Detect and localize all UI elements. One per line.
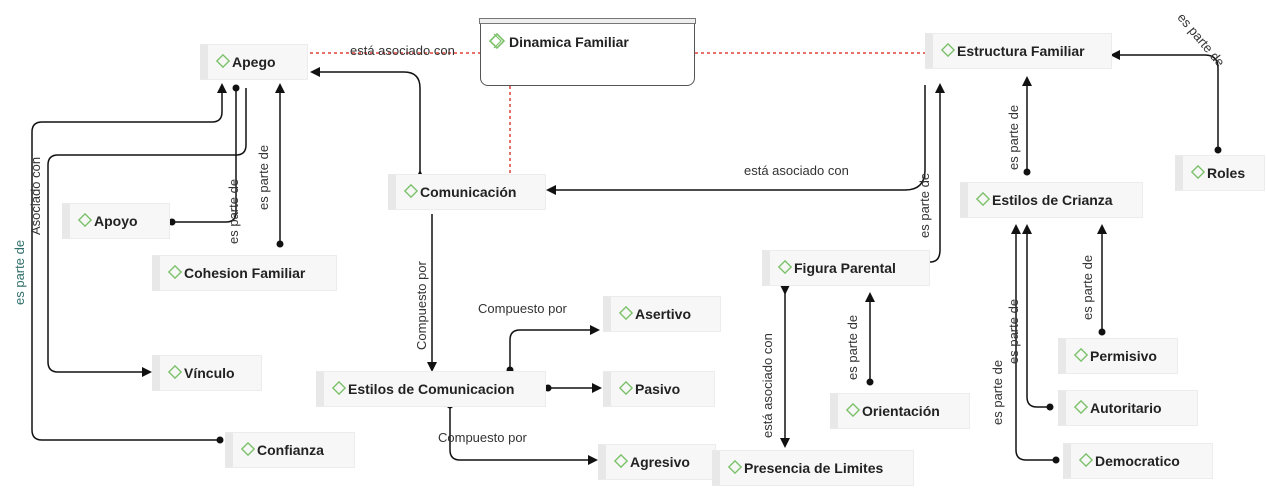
node-label: Apoyo <box>94 213 138 229</box>
node-label: Confianza <box>257 442 324 458</box>
node-estilos-de-comunicacion[interactable]: Estilos de Comunicacion <box>316 371 546 407</box>
node-orientacion[interactable]: Orientación <box>830 393 970 429</box>
concept-diamond-icon <box>619 306 633 320</box>
concept-diamond-icon <box>1191 165 1205 179</box>
edge-label-es-parte-de-orientacion: es parte de <box>845 314 860 380</box>
edge-apoyo-apego <box>172 88 237 223</box>
edge-label-es-parte-de-democratico: es parte de <box>990 359 1005 425</box>
concept-diamond-icon <box>216 54 230 68</box>
edge-label-asociado-apego: está asociado con <box>350 43 455 58</box>
node-label: Estructura Familiar <box>957 43 1085 59</box>
node-label: Democratico <box>1095 453 1180 469</box>
central-node-titlebar <box>479 18 696 24</box>
node-label: Permisivo <box>1090 348 1157 364</box>
node-democratico[interactable]: Democratico <box>1063 443 1213 479</box>
edge-label-es-parte-de-figura: es parte de <box>917 172 932 238</box>
node-agresivo[interactable]: Agresivo <box>598 444 716 480</box>
node-permisivo[interactable]: Permisivo <box>1058 338 1178 374</box>
node-label: Pasivo <box>635 381 681 397</box>
node-label: Estilos de Comunicacion <box>348 381 515 397</box>
node-figura-parental[interactable]: Figura Parental <box>762 250 930 286</box>
edge-label-es-parte-de-confianza: es parte de <box>12 239 27 305</box>
node-label: Apego <box>232 54 276 70</box>
edge-autoritario-crianza <box>1022 224 1050 408</box>
edge-label-asociado-con-presencia: está asociado con <box>760 333 775 438</box>
edge-label-asociado-comunicacion: está asociado con <box>744 163 849 178</box>
node-label: Autoritario <box>1090 400 1162 416</box>
node-comunicacion[interactable]: Comunicación <box>388 174 546 210</box>
node-apoyo[interactable]: Apoyo <box>62 203 170 239</box>
edge-label-compuesto-agresivo: Compuesto por <box>438 430 527 445</box>
node-presencia-de-limites[interactable]: Presencia de Limites <box>712 450 914 486</box>
node-label: Estilos de Crianza <box>992 192 1113 208</box>
node-label: Vínculo <box>184 365 235 381</box>
edge-label-es-parte-de-apoyo: es parte de <box>226 178 241 244</box>
node-asertivo[interactable]: Asertivo <box>603 296 721 332</box>
concept-diamond-icon <box>404 184 418 198</box>
edge-democratico-crianza <box>1011 224 1056 461</box>
concept-diamond-icon <box>241 442 255 456</box>
edge-confianza-apego <box>31 83 227 441</box>
edge-apego-comunicacion <box>310 67 425 180</box>
node-estilos-de-crianza[interactable]: Estilos de Crianza <box>960 182 1143 218</box>
concept-diamond-icon <box>728 460 742 474</box>
concept-diamond-icon <box>1079 453 1093 467</box>
node-vinculo[interactable]: Vínculo <box>152 355 262 391</box>
node-label: Asertivo <box>635 306 692 322</box>
central-node-dinamica-familiar[interactable]: Dinamica Familiar <box>479 18 696 86</box>
concept-diamond-icon <box>1074 348 1088 362</box>
node-roles[interactable]: Roles <box>1175 155 1265 191</box>
concept-diamond-icon <box>778 260 792 274</box>
concept-diamond-icon <box>332 381 346 395</box>
central-node-label: Dinamica Familiar <box>509 34 629 50</box>
edge-label-asociado-con-vinculo: Asociado con <box>28 156 43 235</box>
concept-diamond-icon <box>78 213 92 227</box>
edge-label-es-parte-de-crianza: es parte de <box>1006 104 1021 170</box>
edge-figura-estructura <box>929 83 945 263</box>
edge-label-compuesto-asertivo: Compuesto por <box>478 301 567 316</box>
node-autoritario[interactable]: Autoritario <box>1058 390 1198 426</box>
node-label: Figura Parental <box>794 260 896 276</box>
concept-diamond-icon <box>1074 400 1088 414</box>
edge-roles-estructura <box>1110 50 1219 150</box>
edge-label-compuesto-por-estilos: Compuesto por <box>414 261 429 350</box>
concept-diamond-icon <box>168 265 182 279</box>
edge-label-es-parte-de-autoritario: es parte de <box>1006 298 1021 364</box>
edge-estructura-comunicacion <box>546 85 926 195</box>
edge-label-es-parte-de-cohesion: es parte de <box>256 144 271 210</box>
concept-diamond-icon <box>941 43 955 57</box>
node-cohesion-familiar[interactable]: Cohesion Familiar <box>152 255 337 291</box>
node-label: Roles <box>1207 165 1246 181</box>
node-estructura-familiar[interactable]: Estructura Familiar <box>925 33 1112 69</box>
edge-apego-vinculo <box>47 88 247 377</box>
concept-diamond-icon <box>168 365 182 379</box>
concept-diamond-icon <box>846 403 860 417</box>
node-apego[interactable]: Apego <box>200 44 308 80</box>
node-label: Comunicación <box>420 184 517 200</box>
edge-estilos-asertivo <box>509 325 600 370</box>
node-label: Orientación <box>862 403 940 419</box>
node-label: Cohesion Familiar <box>184 265 306 281</box>
node-pasivo[interactable]: Pasivo <box>603 371 715 407</box>
concept-diamond-icon <box>619 381 633 395</box>
node-label: Agresivo <box>630 454 690 470</box>
edge-label-es-parte-de-permisivo: es parte de <box>1080 254 1095 320</box>
concept-diamond-icon <box>488 32 506 50</box>
concept-diamond-icon <box>614 454 628 468</box>
edge-estilos-agresivo <box>449 405 598 465</box>
node-confianza[interactable]: Confianza <box>225 432 355 468</box>
concept-diamond-icon <box>976 192 990 206</box>
node-label: Presencia de Limites <box>744 460 884 476</box>
